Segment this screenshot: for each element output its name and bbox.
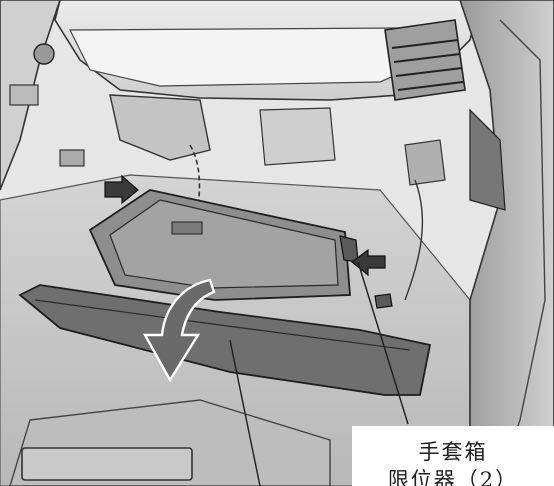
open-direction-arrow-icon	[142, 278, 216, 383]
leader-line-stopper	[357, 261, 409, 425]
ignition-switch	[33, 43, 55, 65]
floor-vent	[21, 447, 193, 481]
lid-edge	[34, 299, 411, 351]
leader-line-glove-box	[229, 339, 261, 486]
glove-box-lid	[18, 284, 432, 396]
callout-line-2: 限位器（2）	[387, 468, 519, 486]
under-dash-duct	[259, 107, 336, 166]
damper-cable	[404, 179, 424, 301]
dashboard-trim	[69, 27, 432, 87]
under-dash-module	[109, 94, 211, 161]
pillar-bracket	[469, 108, 506, 211]
stopper-tab-lower	[374, 293, 393, 309]
side-connector	[404, 139, 446, 186]
stopper-callout: 手套箱 限位器（2）	[352, 426, 554, 486]
hidden-cable	[189, 144, 201, 241]
air-vent	[384, 19, 466, 101]
fuse-panel	[59, 149, 85, 167]
push-arrow-icon	[104, 174, 139, 205]
switch-panel	[9, 84, 39, 106]
a-pillar	[459, 0, 554, 486]
stopper-slot	[171, 221, 203, 235]
callout-line-1: 手套箱	[418, 440, 488, 464]
